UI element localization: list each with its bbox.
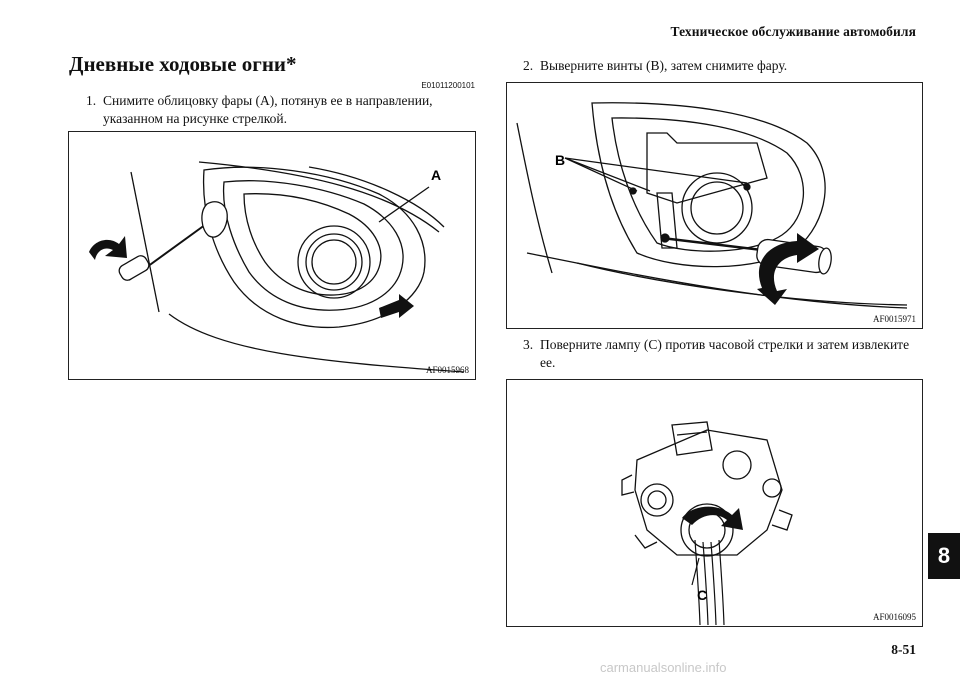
figure-1-illustration: A — [89, 161, 465, 373]
step-2-line-1: Выверните винты (B), затем снимите фару. — [540, 58, 788, 73]
step-1-line-1: Снимите облицовку фары (A), потянув ее в… — [103, 93, 433, 108]
chapter-tab: 8 — [928, 533, 960, 579]
step-3-number: 3. — [523, 337, 534, 352]
figure-1-code: AF0015968 — [425, 365, 469, 375]
running-header: Техническое обслуживание автомобиля — [670, 24, 916, 39]
figure-bulb-removal: C AF0016095 — [506, 379, 923, 627]
step-1-line-2: указанном на рисунке стрелкой. — [103, 111, 287, 126]
figure-3-illustration: C — [621, 421, 793, 626]
figure-3-code: AF0016095 — [872, 612, 916, 622]
step-1: 1. Снимите облицовку фары (A), потянув е… — [86, 92, 486, 128]
step-3-line-1: Поверните лампу (C) против часовой стрел… — [540, 337, 910, 352]
figure-headlight-trim-removal: A AF0015968 — [68, 131, 476, 380]
step-3: 3. Поверните лампу (C) против часовой ст… — [523, 336, 923, 372]
figure-2-label: B — [555, 152, 565, 168]
watermark: carmanualsonline.info — [600, 660, 727, 675]
figure-2-illustration: B — [516, 102, 908, 309]
figure-1-label: A — [431, 167, 441, 183]
step-2: 2. Выверните винты (B), затем снимите фа… — [523, 57, 923, 75]
page-number: 8-51 — [891, 642, 916, 657]
section-title: Дневные ходовые огни* — [69, 52, 297, 76]
figure-3-label: C — [697, 587, 707, 603]
figure-2-code: AF0015971 — [872, 314, 916, 324]
step-3-line-2: ее. — [540, 355, 556, 370]
figure-screw-removal: B AF0015971 — [506, 82, 923, 329]
step-2-number: 2. — [523, 58, 534, 73]
section-code: E01011200101 — [421, 81, 475, 90]
step-1-number: 1. — [86, 93, 97, 108]
